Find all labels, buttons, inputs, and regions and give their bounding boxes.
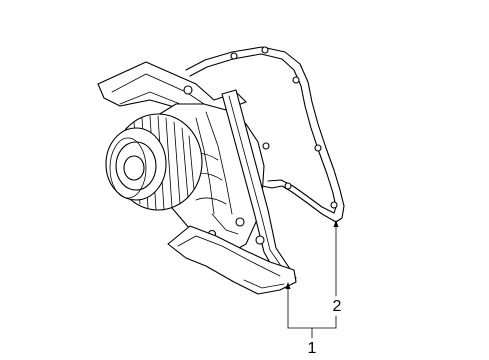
water-pump bbox=[97, 61, 297, 295]
callout-1-label: 1 bbox=[308, 340, 317, 357]
callout-2-label: 2 bbox=[333, 298, 342, 315]
pulley-hub bbox=[105, 113, 203, 211]
leader-lines bbox=[285, 220, 339, 339]
gasket bbox=[185, 46, 345, 223]
